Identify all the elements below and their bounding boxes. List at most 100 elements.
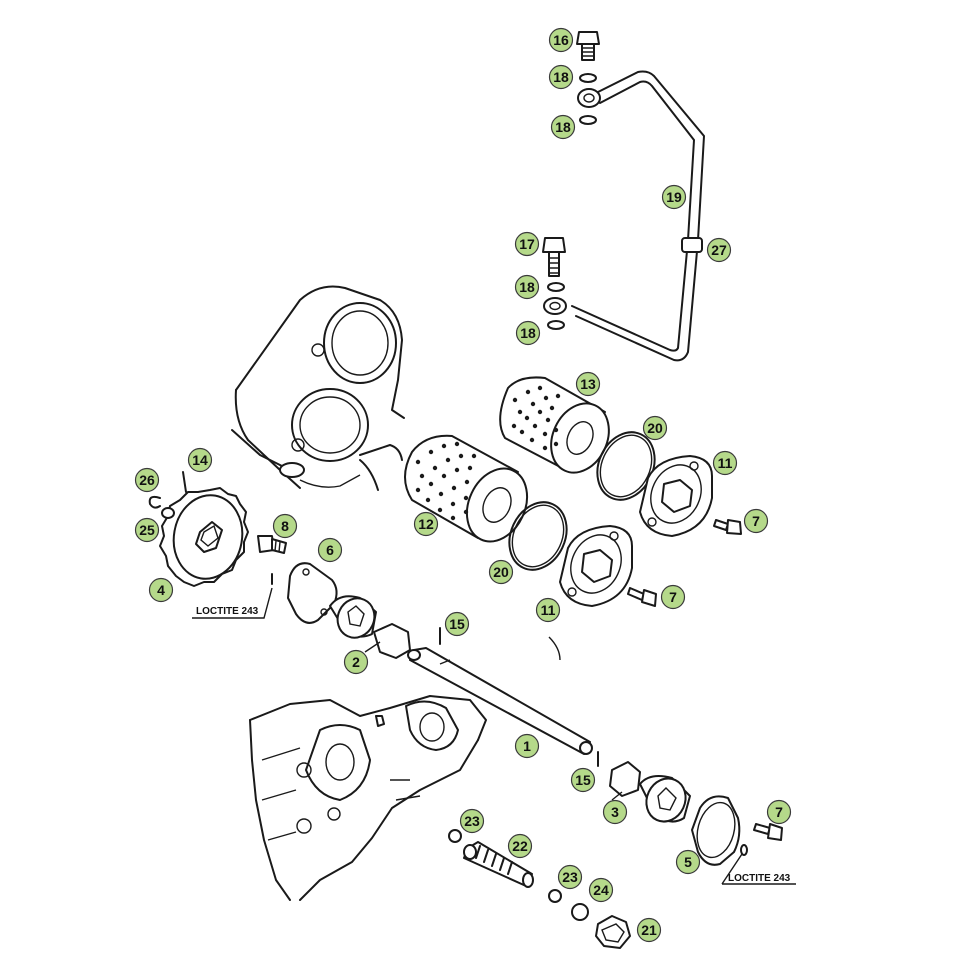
callout-19: 19 [661,184,687,210]
oil-line-assembly [542,31,705,362]
callout-14: 14 [187,447,213,473]
callout-11-label: 11 [718,455,733,471]
oil-filter-13 [499,376,610,474]
callout-4-label: 4 [157,582,165,598]
callout-22: 22 [507,833,533,859]
callout-17-label: 17 [519,236,535,252]
callout-20: 20 [488,559,514,585]
callout-17: 17 [514,231,540,257]
callout-27-label: 27 [711,242,727,258]
callout-11-label: 11 [541,602,556,618]
washer-18-top [579,73,597,83]
callout-5-label: 5 [684,854,692,870]
washer-18-top-lower [579,115,597,125]
loctite-note-left-text: LOCTITE 243 [196,606,259,617]
washer-25 [161,507,175,519]
callout-1-label: 1 [523,738,531,754]
loctite-note-right-text: LOCTITE 243 [728,873,791,884]
callout-7: 7 [660,584,686,610]
crankcase-lower [249,695,487,901]
o-ring-23-upper [448,829,462,843]
callout-18: 18 [514,274,540,300]
callout-2: 2 [343,649,369,675]
screw-7-lower [753,823,783,841]
callout-22-label: 22 [512,838,528,854]
callout-11: 11 [712,450,738,476]
callout-18: 18 [550,114,576,140]
callout-12: 12 [413,511,439,537]
callout-4: 4 [148,577,174,603]
callout-23: 23 [557,864,583,890]
banjo-fitting-upper [577,88,601,108]
rotor-3 [609,761,691,823]
callout-18: 18 [548,64,574,90]
callout-7-label: 7 [752,513,760,529]
cover-plate-5 [691,795,741,866]
oil-filter-12 [404,434,529,543]
callout-18: 18 [515,320,541,346]
callout-20-label: 20 [647,420,663,436]
washer-18-bottom [547,320,565,330]
pin-14 [182,471,187,493]
callout-1: 1 [514,733,540,759]
callout-24-label: 24 [593,882,609,898]
banjo-bolt-16 [576,31,600,61]
bolt-8 [257,535,287,554]
callout-19-label: 19 [666,189,682,205]
callout-8-label: 8 [281,518,289,534]
oil-pump-gear-4 [159,487,249,587]
callout-15-label: 15 [575,772,591,788]
callout-24: 24 [588,877,614,903]
callout-21: 21 [636,917,662,943]
callout-20-label: 20 [493,564,509,580]
screw-7-middle [627,587,657,607]
callout-15-label: 15 [449,616,465,632]
filter-cover-11-upper [639,455,713,537]
o-ring-23-lower [548,889,562,903]
crankcase-bore-upper [323,302,397,384]
pipe-coupling-27 [681,237,703,253]
callout-13: 13 [575,371,601,397]
callout-5: 5 [675,849,701,875]
callout-12-label: 12 [418,516,434,532]
callout-11: 11 [535,597,561,623]
callout-6: 6 [317,537,343,563]
callout-25: 25 [134,517,160,543]
o-ring-20-lower [508,501,568,571]
valve-piston-22 [463,841,534,888]
callout-8: 8 [272,513,298,539]
crankcase-bore-lower [291,388,369,462]
callout-15: 15 [444,611,470,637]
callout-23-label: 23 [464,813,480,829]
callout-7: 7 [766,799,792,825]
washer-18-lower [547,282,565,292]
crankcase-upper [231,285,405,491]
loctite-note-left: LOCTITE 243 [192,587,273,619]
callout-16-label: 16 [553,32,569,48]
plug-21 [595,915,631,949]
callout-21-label: 21 [641,922,657,938]
callout-18-label: 18 [555,119,571,135]
callout-26: 26 [134,467,160,493]
callout-7-label: 7 [669,589,677,605]
callout-18-label: 18 [520,325,536,341]
filter-cover-11-lower [559,525,633,607]
callout-20: 20 [642,415,668,441]
circlip-26 [148,495,161,509]
callout-7: 7 [743,508,769,534]
callout-6-label: 6 [326,542,334,558]
callout-23-label: 23 [562,869,578,885]
callout-13-label: 13 [580,376,596,392]
callout-27: 27 [706,237,732,263]
o-ring-24 [571,903,589,921]
pump-shaft-1 [407,647,593,755]
callout-2-label: 2 [352,654,360,670]
oil-line-pipe [575,70,705,362]
washer-near-7 [740,844,748,856]
callout-18-label: 18 [553,69,569,85]
banjo-bolt-17 [542,237,566,277]
loctite-note-right: LOCTITE 243 [721,853,796,885]
callout-14-label: 14 [192,452,208,468]
callout-3-label: 3 [611,804,619,820]
